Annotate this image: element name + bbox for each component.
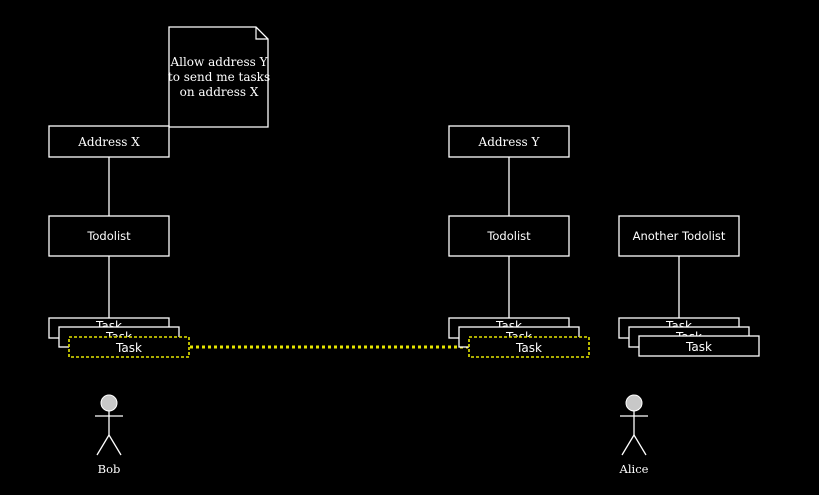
bob-todolist-box (48, 215, 170, 257)
another-todolist-column: Another Todolist Task Task Task (618, 215, 760, 357)
bob-todolist-label: Todolist (86, 229, 131, 243)
another-task-front-label: Task (685, 340, 712, 354)
note-line-1: Allow address Y (169, 55, 268, 69)
alice-task-stack: Task Task Task (448, 317, 590, 358)
note-fold (255, 27, 268, 40)
alice-todolist-label: Todolist (486, 229, 531, 243)
alice-actor: Alice (619, 394, 649, 476)
another-todolist-box (618, 215, 740, 257)
alice-task-front-label: Task (515, 341, 542, 355)
alice-task-front-highlighted (468, 336, 590, 358)
bob-task-front-highlighted (68, 336, 190, 358)
address-y-label: Address Y (478, 135, 541, 149)
bob-task-stack: Task Task Task (48, 317, 190, 358)
another-task-stack: Task Task Task (618, 317, 760, 357)
note-line-3: on address X (180, 85, 259, 99)
bob-task-front-label: Task (115, 341, 142, 355)
another-todolist-label: Another Todolist (633, 229, 726, 243)
address-x-box (48, 125, 170, 158)
another-task-front (638, 335, 760, 357)
address-y-box (448, 125, 570, 158)
address-x-label: Address X (77, 135, 140, 149)
bob-actor: Bob (95, 394, 123, 476)
person-icon (620, 394, 648, 456)
alice-todolist-box (448, 215, 570, 257)
note: Allow address Y to send me tasks on addr… (168, 26, 270, 128)
alice-label: Alice (619, 462, 649, 476)
person-icon (95, 394, 123, 456)
bob-column: Address X Todolist Task Task Task (48, 125, 190, 358)
note-line-2: to send me tasks (168, 70, 270, 84)
note-shape (168, 26, 269, 128)
bob-label: Bob (98, 462, 121, 476)
alice-column: Address Y Todolist Task Task Task (448, 125, 590, 358)
